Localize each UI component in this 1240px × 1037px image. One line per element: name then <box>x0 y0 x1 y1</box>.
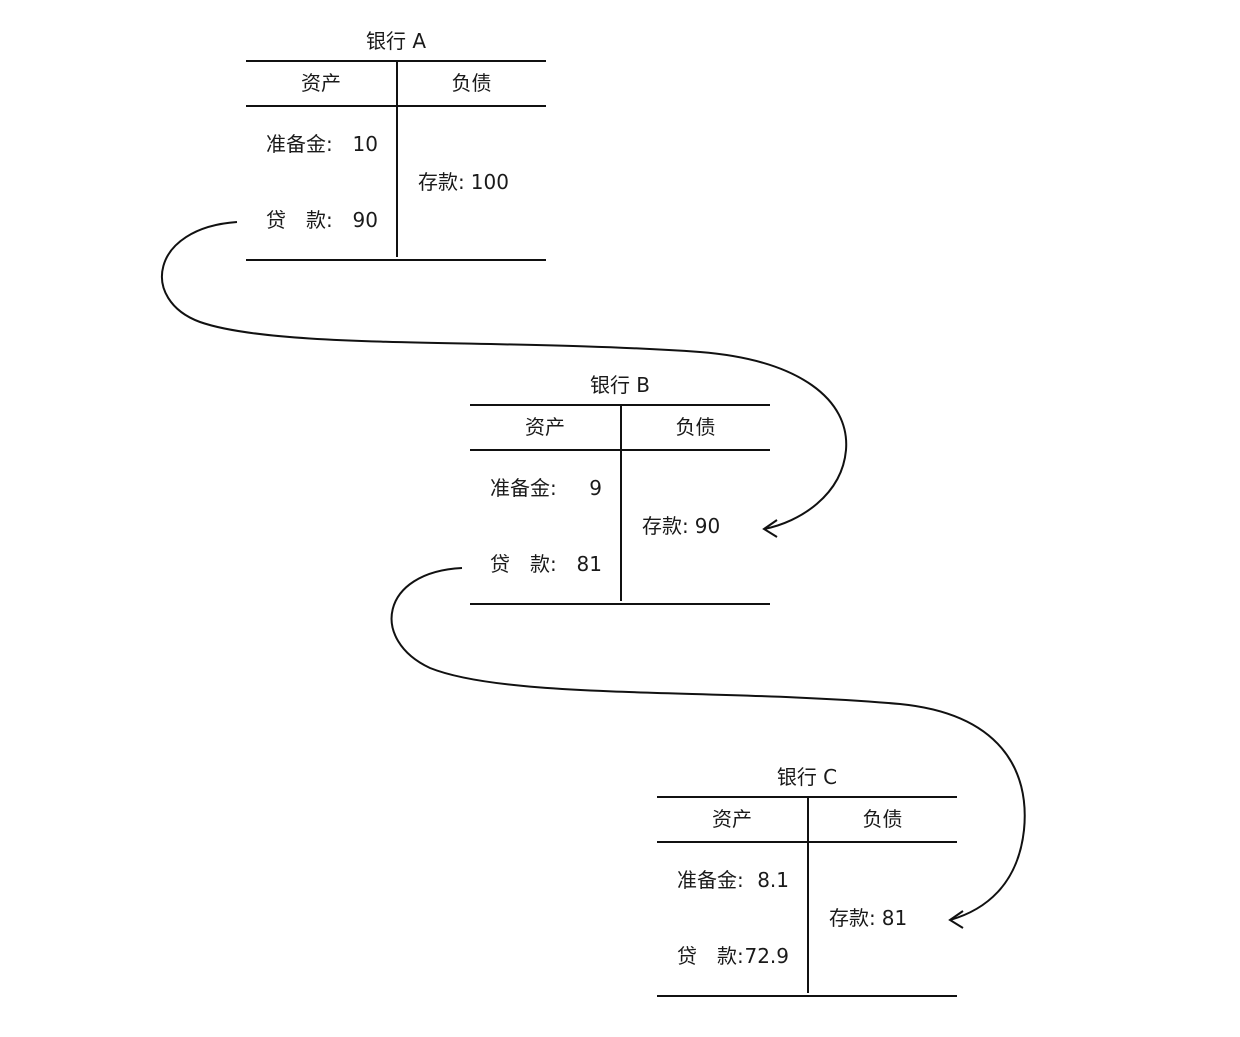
loans-value: 72.9 <box>744 944 789 968</box>
loans-row: 贷 款: 90 <box>266 206 378 234</box>
liabilities-heading: 负债 <box>675 415 716 439</box>
reserves-label: 准备金: <box>490 476 557 500</box>
reserves-row: 准备金: 10 <box>266 130 378 158</box>
reserves-value: 10 <box>352 132 378 156</box>
reserves-value: 8.1 <box>757 868 789 892</box>
loans-label: 贷 款: <box>266 208 333 232</box>
deposits-entry: 存款:100 <box>418 168 509 196</box>
loans-value: 90 <box>352 208 378 232</box>
deposits-label: 存款: <box>829 906 876 930</box>
loans-row: 贷 款: 72.9 <box>677 942 789 970</box>
bank-a: 银行 A 资产 负债 准备金: 10 贷 款: 90 存款:100 <box>246 27 546 261</box>
bank-c: 银行 C 资产 负债 准备金: 8.1 贷 款: 72.9 存款:81 <box>657 763 957 997</box>
bank-a-title: 银行 A <box>365 29 427 53</box>
assets-heading: 资产 <box>525 415 565 439</box>
deposits-entry: 存款:81 <box>829 904 907 932</box>
deposits-entry: 存款:90 <box>642 512 720 540</box>
loans-row: 贷 款: 81 <box>490 550 602 578</box>
center-rule <box>396 62 398 257</box>
center-rule <box>620 406 622 601</box>
liabilities-heading: 负债 <box>451 71 492 95</box>
bank-c-title: 银行 C <box>776 765 838 789</box>
liabilities-heading: 负债 <box>862 807 903 831</box>
loans-label: 贷 款: <box>490 552 557 576</box>
loans-label: 贷 款: <box>677 944 744 968</box>
center-rule <box>807 798 809 993</box>
deposits-label: 存款: <box>642 514 689 538</box>
reserves-row: 准备金: 8.1 <box>677 866 789 894</box>
reserves-label: 准备金: <box>677 868 744 892</box>
bank-a-t-account: 资产 负债 准备金: 10 贷 款: 90 存款:100 <box>246 60 546 261</box>
reserves-value: 9 <box>589 476 602 500</box>
assets-heading: 资产 <box>712 807 752 831</box>
deposits-value: 100 <box>470 170 509 194</box>
deposits-value: 90 <box>694 514 721 538</box>
reserves-row: 准备金: 9 <box>490 474 602 502</box>
bank-b-t-account: 资产 负债 准备金: 9 贷 款: 81 存款:90 <box>470 404 770 605</box>
reserves-label: 准备金: <box>266 132 333 156</box>
bank-c-t-account: 资产 负债 准备金: 8.1 贷 款: 72.9 存款:81 <box>657 796 957 997</box>
loans-value: 81 <box>576 552 602 576</box>
deposits-label: 存款: <box>418 170 465 194</box>
bank-b: 银行 B 资产 负债 准备金: 9 贷 款: 81 存款:90 <box>470 371 770 605</box>
bank-b-title: 银行 B <box>589 373 651 397</box>
assets-heading: 资产 <box>301 71 341 95</box>
deposits-value: 81 <box>881 906 908 930</box>
